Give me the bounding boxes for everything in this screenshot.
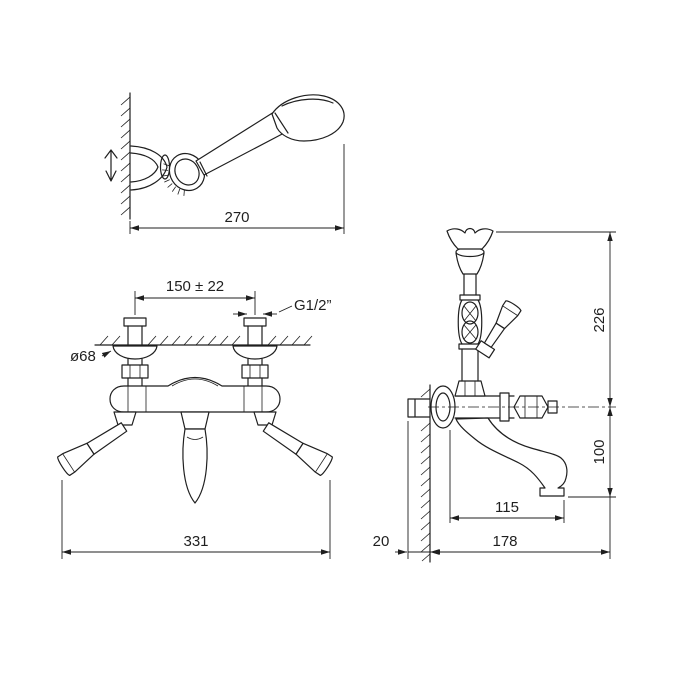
shower-head-body xyxy=(271,94,345,142)
dim-331-extensions xyxy=(61,480,331,559)
dim-wall-inlet-label: 20 xyxy=(373,533,390,550)
dim-overall-width-label: 331 xyxy=(183,533,208,550)
mixer-body-facets xyxy=(127,386,263,412)
shower-head-ridge xyxy=(281,98,334,107)
shower-handle xyxy=(195,111,287,176)
side-view xyxy=(407,227,616,563)
dim-115-extensions xyxy=(449,430,565,523)
dim-spout-reach-label: 115 xyxy=(495,499,519,516)
wall-hatching xyxy=(120,96,131,216)
shower-bracket xyxy=(130,145,168,191)
right-union-nut xyxy=(241,364,269,379)
mounting-wall-hatching xyxy=(99,335,313,346)
front-spout-tongue xyxy=(182,428,208,504)
baluster-ornament-cross xyxy=(463,305,477,340)
right-inlet-cap xyxy=(243,317,267,327)
thread-label: G1/2” xyxy=(294,297,332,314)
right-handle xyxy=(262,422,333,477)
flange-diameter-leader xyxy=(101,350,112,358)
left-handle xyxy=(57,422,128,477)
left-escutcheon xyxy=(112,345,158,360)
flange-diameter-label: ø68 xyxy=(70,348,96,365)
column-ring-upper xyxy=(459,294,481,301)
front-spout-detail xyxy=(186,436,204,440)
right-handle-grip xyxy=(295,442,333,477)
dim-shower-width-label: 270 xyxy=(224,209,249,226)
left-handle-grip-facet xyxy=(62,453,75,473)
right-inlet-stub xyxy=(247,325,263,347)
handle-collar xyxy=(199,161,208,177)
left-handle-bonnet xyxy=(113,411,137,426)
spray-nozzles xyxy=(162,163,185,196)
spray-head-inner xyxy=(174,158,200,186)
column-base-nut xyxy=(454,380,486,397)
column-base-nut-facets xyxy=(464,381,476,396)
side-lever-grip xyxy=(495,300,522,330)
dimension-annotations: 270 150 ± 22 G1/2” ø68 331 226 100 115 xyxy=(61,144,616,559)
wall-anchor-icon xyxy=(104,149,118,182)
right-neck xyxy=(247,358,263,366)
mixer-body xyxy=(109,376,281,413)
hand-shower-view xyxy=(104,92,345,220)
right-escutcheon xyxy=(232,345,278,360)
side-spout xyxy=(455,417,568,497)
mixer-body-hump-line xyxy=(171,378,219,387)
baluster-ornament-lower xyxy=(461,320,479,344)
left-union-nut xyxy=(121,364,149,379)
right-handle-bonnet xyxy=(253,411,277,426)
side-lever-bonnet xyxy=(475,340,496,359)
behind-wall-inlet xyxy=(407,398,431,418)
left-handle-arm xyxy=(86,422,128,455)
column-baluster xyxy=(457,299,483,345)
column-upper-neck xyxy=(463,273,477,296)
dim-150-extensions xyxy=(134,291,256,315)
side-lever xyxy=(475,300,522,359)
baluster-ornament-upper xyxy=(461,301,479,325)
left-inlet-cap xyxy=(123,317,147,327)
dim-overall-depth-label: 178 xyxy=(492,533,517,550)
right-union-nut-facets xyxy=(249,365,261,378)
left-union-nut-facets xyxy=(129,365,141,378)
handshower-grip-end xyxy=(446,227,494,250)
left-handle-grip xyxy=(57,442,95,477)
left-neck xyxy=(127,358,143,366)
shower-bracket-inner xyxy=(130,152,159,183)
dim-spout-height-label: 100 xyxy=(591,439,608,464)
thread-leader xyxy=(278,305,293,313)
side-wall-hatching xyxy=(420,388,431,562)
dim-overall-height-label: 226 xyxy=(591,307,608,332)
front-view xyxy=(57,317,333,504)
side-lever-grip-facet xyxy=(502,305,518,316)
left-inlet-stub xyxy=(127,325,143,347)
column-lower xyxy=(461,348,479,382)
front-spout-bell xyxy=(180,411,210,430)
right-handle-arm xyxy=(262,422,304,455)
shower-head-joint xyxy=(274,112,289,134)
right-handle-grip-facet xyxy=(315,453,328,473)
dim-pipe-spacing-label: 150 ± 22 xyxy=(166,278,224,295)
